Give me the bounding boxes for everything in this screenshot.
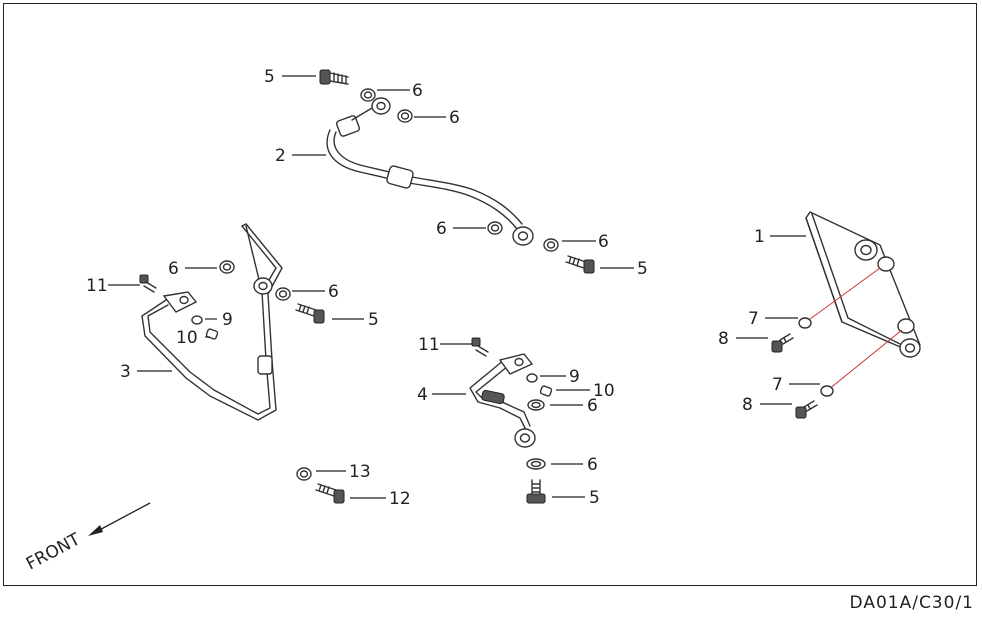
oil-pipe-center — [469, 353, 536, 448]
o-ring — [798, 317, 812, 329]
washer — [397, 109, 413, 123]
front-label: FRONT — [23, 529, 84, 574]
callout-4: 4 — [417, 385, 428, 405]
callout-1: 1 — [754, 227, 765, 247]
diagram-code: DA01A/C30/1 — [849, 593, 974, 613]
bolt — [795, 400, 818, 419]
oil-pipe-upper — [326, 97, 534, 246]
callout-9: 9 — [222, 310, 233, 330]
banjo-bolt — [319, 69, 349, 85]
callout-6: 6 — [436, 219, 447, 239]
callout-12: 12 — [389, 489, 411, 509]
callout-13: 13 — [349, 462, 371, 482]
leader-lines — [108, 75, 820, 499]
callout-8: 8 — [742, 395, 753, 415]
diagram-frame — [3, 3, 977, 586]
callout-6: 6 — [587, 396, 598, 416]
oil-pipe-left — [141, 223, 283, 421]
callout-3: 3 — [120, 362, 131, 382]
bolt — [771, 333, 794, 353]
callout-6: 6 — [587, 455, 598, 475]
callout-5: 5 — [368, 310, 379, 330]
washer — [219, 260, 235, 274]
bolt — [139, 274, 157, 293]
callout-7: 7 — [748, 309, 759, 329]
callout-5: 5 — [264, 67, 275, 87]
callout-5: 5 — [637, 259, 648, 279]
callout-8: 8 — [718, 329, 729, 349]
o-ring — [191, 315, 203, 325]
callout-10: 10 — [593, 381, 615, 401]
callout-6: 6 — [328, 282, 339, 302]
callout-11: 11 — [418, 335, 440, 355]
washer — [360, 88, 376, 102]
callout-2: 2 — [275, 146, 286, 166]
o-ring — [526, 373, 538, 383]
bolt — [471, 337, 489, 357]
callout-7: 7 — [772, 375, 783, 395]
washer — [526, 458, 546, 470]
banjo-bolt — [315, 483, 345, 504]
callout-5: 5 — [589, 488, 600, 508]
washer — [527, 399, 545, 411]
washer — [275, 287, 291, 301]
callout-6: 6 — [449, 108, 460, 128]
washer — [543, 238, 559, 252]
callout-6: 6 — [412, 81, 423, 101]
washer — [487, 221, 503, 235]
oil-cooler — [805, 211, 921, 391]
callout-labels: 5 6 6 2 6 6 5 1 11 6 6 5 9 10 3 11 9 10 … — [23, 67, 783, 574]
callout-6: 6 — [598, 232, 609, 252]
banjo-bolt — [526, 479, 546, 504]
front-arrow — [88, 502, 151, 536]
banjo-bolt — [295, 303, 325, 324]
o-ring — [820, 385, 834, 397]
washer — [296, 467, 312, 481]
banjo-bolt — [565, 255, 595, 274]
callout-10: 10 — [176, 328, 198, 348]
sleeve — [205, 328, 219, 340]
sleeve — [539, 385, 553, 397]
callout-11: 11 — [86, 276, 108, 296]
callout-9: 9 — [569, 367, 580, 387]
callout-6: 6 — [168, 259, 179, 279]
